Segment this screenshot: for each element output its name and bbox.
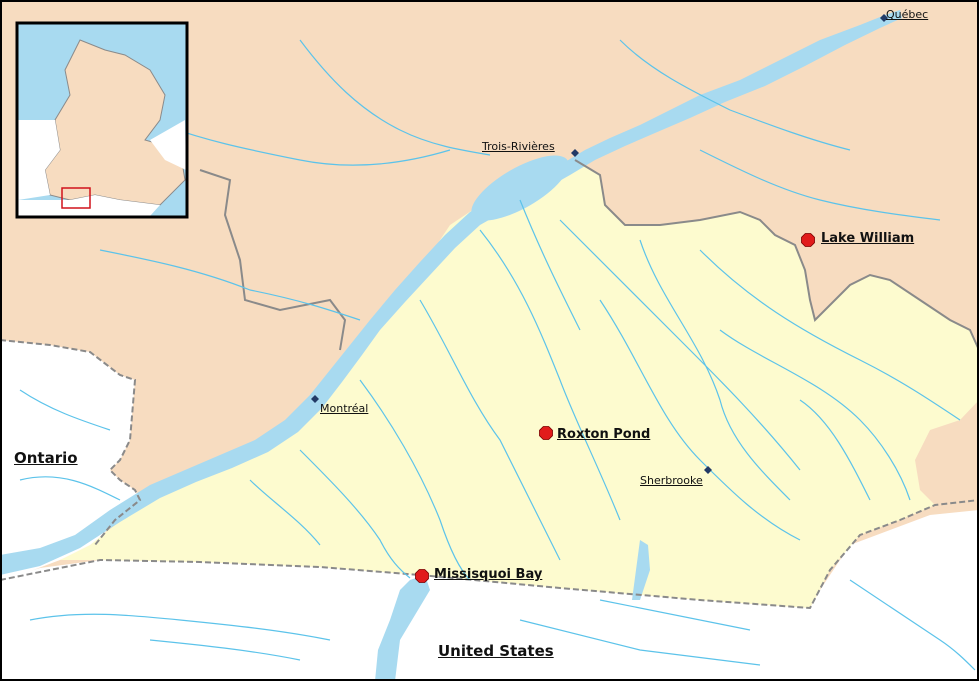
river-segment xyxy=(149,639,301,661)
city-label-montreal: Montréal xyxy=(320,402,369,415)
river-network xyxy=(19,39,976,671)
river-segment xyxy=(599,299,801,541)
site-marker-lake-william xyxy=(801,233,815,247)
city-marker-quebec xyxy=(880,14,888,22)
lake-champlain xyxy=(375,575,430,681)
river-segment xyxy=(719,329,911,501)
lac-saint-pierre xyxy=(471,155,569,221)
marker-layer xyxy=(311,14,888,583)
river-segment xyxy=(29,613,331,641)
river-segment xyxy=(619,39,851,151)
site-label-missisquoi-bay: Missisquoi Bay xyxy=(434,567,543,582)
region-label-ontario: Ontario xyxy=(14,449,78,467)
inset-ontario xyxy=(18,120,60,200)
river-segment xyxy=(519,619,761,666)
river-segment xyxy=(699,249,961,421)
site-marker-missisquoi-bay xyxy=(415,569,429,583)
river-segment xyxy=(699,149,941,221)
ontario-border xyxy=(0,339,142,546)
river-segment xyxy=(479,229,621,521)
river-segment xyxy=(419,299,561,561)
city-label-trois-rivieres: Trois-Rivières xyxy=(482,140,555,153)
river-segment xyxy=(559,219,801,471)
river-segment xyxy=(99,249,361,321)
river-segment xyxy=(799,399,871,501)
city-label-quebec: Québec xyxy=(886,8,929,21)
study-region xyxy=(60,160,979,608)
river-segment xyxy=(299,449,411,579)
us-border xyxy=(0,499,979,610)
river-segment xyxy=(19,476,121,501)
city-marker-montreal xyxy=(311,395,319,403)
river-segment xyxy=(249,479,321,546)
river-segment xyxy=(19,389,111,431)
city-marker-trois-rivieres xyxy=(571,149,579,157)
city-marker-sherbrooke xyxy=(704,466,712,474)
city-label-sherbrooke: Sherbrooke xyxy=(640,474,703,487)
inset-labrador xyxy=(150,120,186,170)
inset-frame xyxy=(15,21,189,219)
inset-map xyxy=(15,21,189,219)
site-label-roxton-pond: Roxton Pond xyxy=(557,427,651,442)
river-segment xyxy=(639,239,791,501)
region-label-united-states: United States xyxy=(438,642,554,660)
site-label-lake-william: Lake William xyxy=(821,231,915,246)
inset-locator-box xyxy=(61,187,91,209)
river-segment xyxy=(149,119,451,166)
inset-us xyxy=(18,195,160,216)
united-states-area xyxy=(0,510,979,681)
river-segment xyxy=(299,39,491,156)
region-border xyxy=(574,159,979,351)
river-segment xyxy=(849,579,976,671)
river-segment xyxy=(519,199,581,331)
river-segment xyxy=(599,599,751,631)
river-segment xyxy=(359,379,471,581)
lake-memphremagog xyxy=(632,540,650,600)
site-marker-roxton-pond xyxy=(539,426,553,440)
